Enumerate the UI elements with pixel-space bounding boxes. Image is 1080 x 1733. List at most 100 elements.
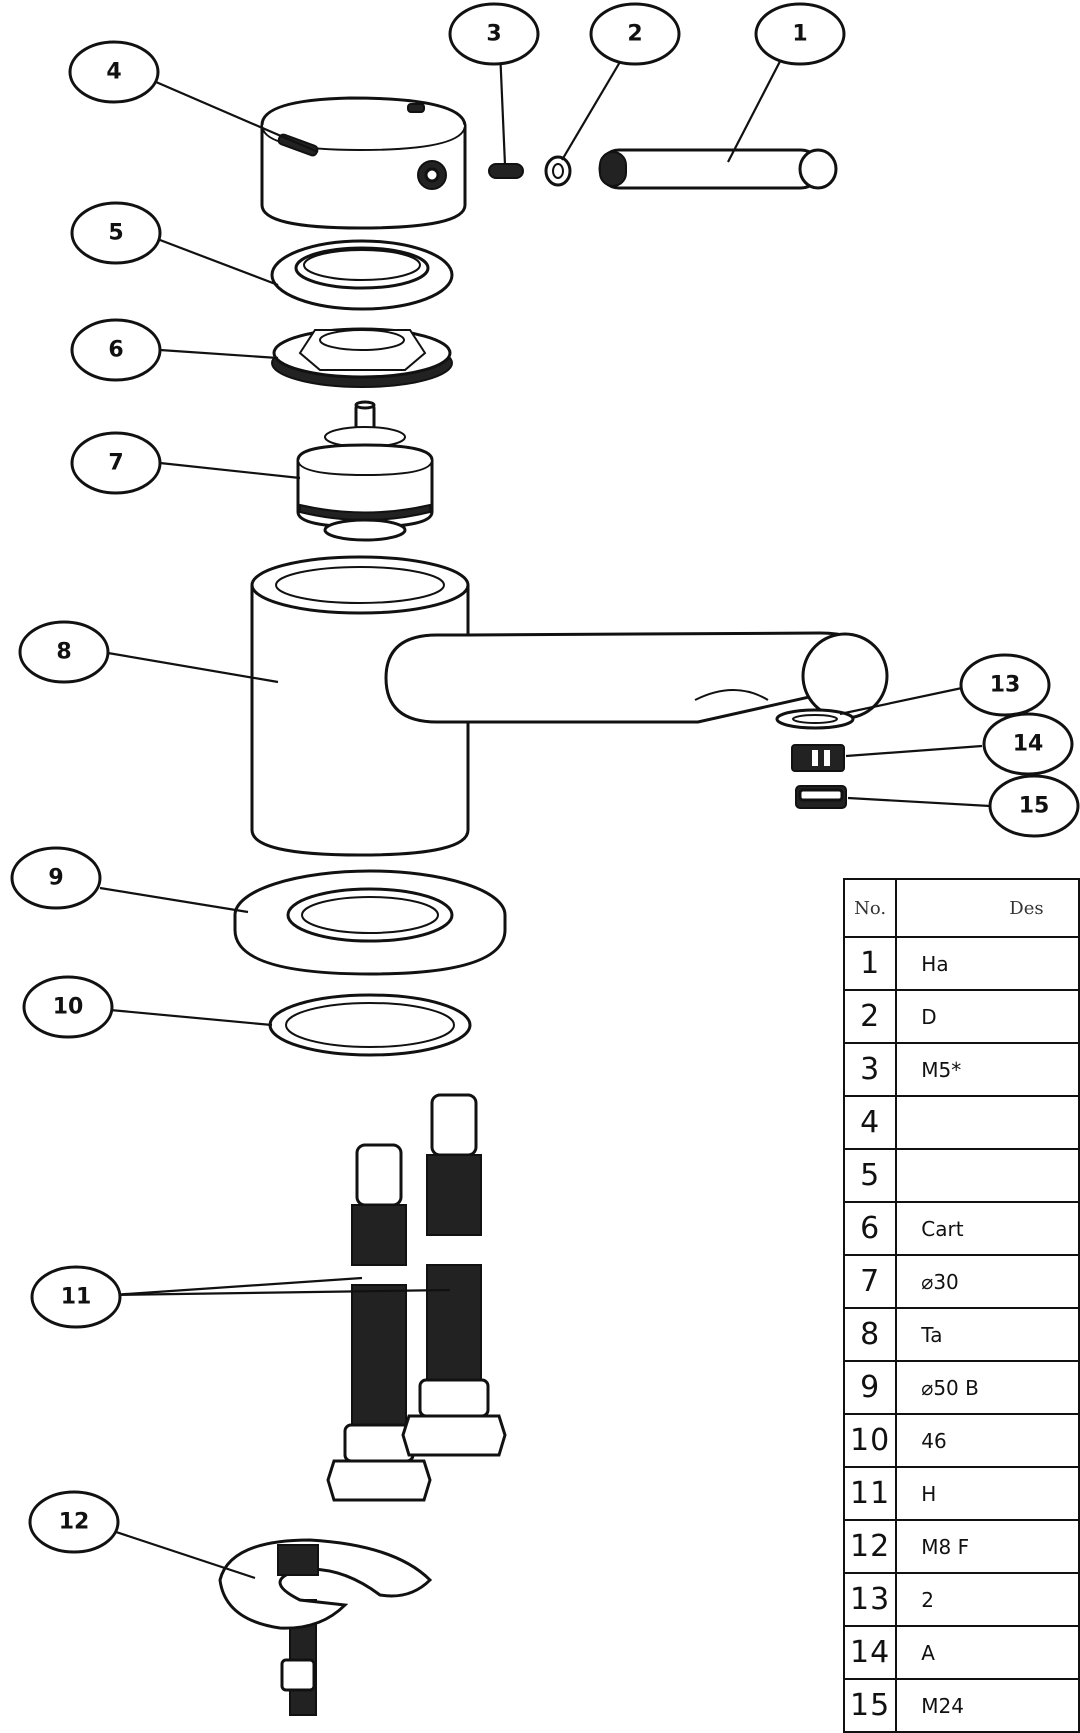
part-14-aerator-insert [791,744,845,772]
row-no: 4 [842,1095,898,1150]
svg-text:2: 2 [627,22,642,47]
part-1-handle [598,148,838,190]
leader-13 [839,686,963,716]
row-description: M24 [895,1678,1080,1733]
leader-7 [159,461,301,480]
svg-text:9: 9 [48,866,63,891]
leader-8 [107,651,279,684]
row-no: 10 [842,1413,898,1468]
row-no: 15 [842,1678,898,1733]
part-6-cartridge-nut [271,327,453,388]
row-description: D [895,989,1080,1044]
row-no: 11 [842,1466,898,1521]
row-description: ⌀50 B [895,1360,1080,1415]
part-4-handle-cap [260,96,467,230]
row-no: 3 [842,1042,898,1097]
svg-text:13: 13 [990,673,1021,698]
svg-text:11: 11 [61,1285,92,1310]
callout-11: 11 [30,1265,122,1329]
table-row: 7⌀30 [842,1254,1080,1309]
leader-15 [847,796,991,808]
row-no: 5 [842,1148,898,1203]
part-3-set-screw [488,163,524,179]
row-description: M5* [895,1042,1080,1097]
table-row: 5 [842,1148,1080,1203]
row-no: 13 [842,1572,898,1627]
leader-4 [155,80,319,154]
row-description: Ha [895,936,1080,991]
leader-12 [94,1523,256,1580]
row-description: Ta [895,1307,1080,1362]
part-2-o-ring [544,155,572,187]
row-description: A [895,1625,1080,1680]
callout-12: 12 [28,1490,120,1554]
callout-13: 13 [959,653,1051,717]
row-description: 2 [895,1572,1080,1627]
part-5-cover-ring [270,239,454,311]
svg-text:8: 8 [56,640,71,665]
row-description: H [895,1466,1080,1521]
leader-11a [111,1276,363,1297]
callout-6: 6 [70,318,162,382]
callout-14: 14 [982,712,1074,776]
row-no: 6 [842,1201,898,1256]
row-description: 46 [895,1413,1080,1468]
svg-text:7: 7 [108,451,123,476]
svg-text:12: 12 [59,1510,90,1535]
header-no: No. [842,878,898,938]
svg-text:6: 6 [108,338,123,363]
callout-7: 7 [70,431,162,495]
callout-5: 5 [70,201,162,265]
svg-text:10: 10 [53,995,84,1020]
row-description: M8 F [895,1519,1080,1574]
svg-text:15: 15 [1019,794,1050,819]
leader-11b [111,1288,451,1297]
callout-9: 9 [10,846,102,910]
leader-9 [99,886,249,914]
callout-3: 3 [448,2,540,66]
svg-text:14: 14 [1013,732,1044,757]
callout-10: 10 [22,975,114,1039]
parts-table-header: No. Des [842,878,1080,938]
part-8-tap-body [250,555,889,857]
part-13-aerator-washer [775,708,855,730]
svg-text:1: 1 [792,22,807,47]
leader-14 [845,744,983,758]
row-description [895,1095,1080,1150]
callout-1: 1 [754,2,846,66]
callout-8: 8 [18,620,110,684]
leader-5 [159,238,279,287]
leader-6 [159,348,279,360]
svg-text:4: 4 [106,60,121,85]
row-no: 1 [842,936,898,991]
part-11-hoses [326,1093,507,1502]
row-no: 8 [842,1307,898,1362]
table-row: 9⌀50 B [842,1360,1080,1415]
callout-2: 2 [589,2,681,66]
row-description [895,1148,1080,1203]
row-no: 7 [842,1254,898,1309]
row-no: 9 [842,1360,898,1415]
part-7-cartridge [296,400,434,542]
part-12-fixing-kit [218,1538,433,1716]
part-9-base-ring [233,869,507,976]
part-10-washer [268,993,472,1057]
header-description: Des [895,878,1080,938]
row-no: 2 [842,989,898,1044]
leader-3 [498,49,507,166]
leader-10 [109,1008,273,1027]
callout-15: 15 [988,774,1080,838]
part-15-aerator-housing [795,785,847,809]
